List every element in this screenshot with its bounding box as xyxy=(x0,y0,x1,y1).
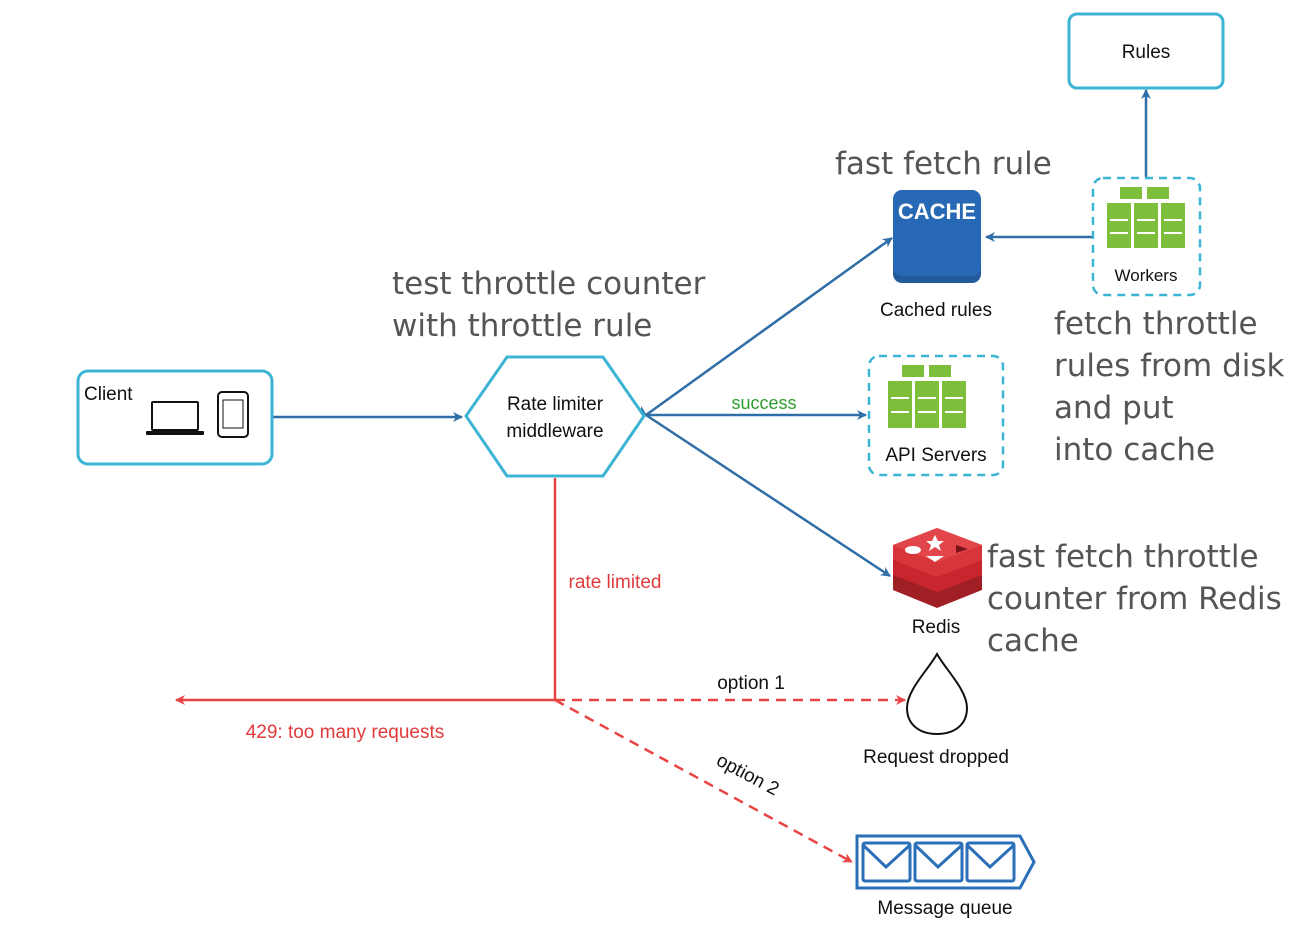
annotation-test-throttle-line2: with throttle rule xyxy=(392,308,652,344)
success-label: success xyxy=(731,393,796,413)
redis-label: Redis xyxy=(912,617,961,638)
server-rack-icon xyxy=(1107,187,1185,248)
laptop-icon xyxy=(146,401,204,435)
edge-limiter-redis xyxy=(635,405,891,578)
rules-node: Rules xyxy=(1067,12,1225,90)
annotation-fetch-rules-line3: and put xyxy=(1054,390,1174,426)
too-many-requests-label: 429: too many requests xyxy=(246,722,445,743)
cache-icon-text: CACHE xyxy=(898,199,976,224)
annotation-fetch-rules-line1: fetch throttle xyxy=(1054,306,1258,342)
rate-limiter-node: Rate limiter middleware xyxy=(464,355,646,478)
message-queue-label: Message queue xyxy=(877,898,1012,919)
redis-node: Redis xyxy=(893,528,982,638)
annotation-fast-fetch-counter-line3: cache xyxy=(987,623,1079,659)
rules-label: Rules xyxy=(1122,42,1171,63)
redis-icon xyxy=(893,528,982,608)
annotation-test-throttle-line1: test throttle counter xyxy=(392,266,706,302)
annotation-fast-fetch-counter-line2: counter from Redis xyxy=(987,581,1282,617)
annotation-fast-fetch-counter-line1: fast fetch throttle xyxy=(987,539,1259,575)
request-dropped-node: Request dropped xyxy=(863,651,1009,768)
cache-node: CACHE Cached rules xyxy=(880,190,992,321)
annotation-fetch-rules-line4: into cache xyxy=(1054,432,1215,468)
edge-rate-limited xyxy=(175,478,557,705)
workers-label: Workers xyxy=(1115,266,1178,285)
drop-icon xyxy=(905,651,969,736)
api-servers-node: API Servers xyxy=(867,354,1005,477)
tablet-icon xyxy=(217,391,249,438)
envelope-icon xyxy=(861,841,912,883)
cached-rules-label: Cached rules xyxy=(880,300,992,321)
edge-limiter-to-cache xyxy=(645,236,893,417)
annotation-fetch-rules-line2: rules from disk xyxy=(1054,348,1285,384)
envelope-icon xyxy=(913,841,964,883)
client-label: Client xyxy=(84,384,133,405)
rate-limiter-label-line1: Rate limiter xyxy=(507,394,604,415)
envelope-icon xyxy=(965,841,1016,883)
workers-node: Workers xyxy=(1091,176,1202,297)
client-node: Client xyxy=(76,369,274,466)
cache-icon xyxy=(893,190,981,276)
rate-limiter-label-line2: middleware xyxy=(506,421,603,442)
annotation-fast-fetch-rule: fast fetch rule xyxy=(835,146,1052,182)
message-queue-node: Message queue xyxy=(855,834,1036,919)
server-rack-icon xyxy=(888,365,966,428)
edge-option2 xyxy=(554,698,853,864)
request-dropped-label: Request dropped xyxy=(863,747,1009,768)
rate-limited-label: rate limited xyxy=(569,572,662,593)
option1-label: option 1 xyxy=(717,673,785,694)
api-servers-label: API Servers xyxy=(885,445,986,466)
